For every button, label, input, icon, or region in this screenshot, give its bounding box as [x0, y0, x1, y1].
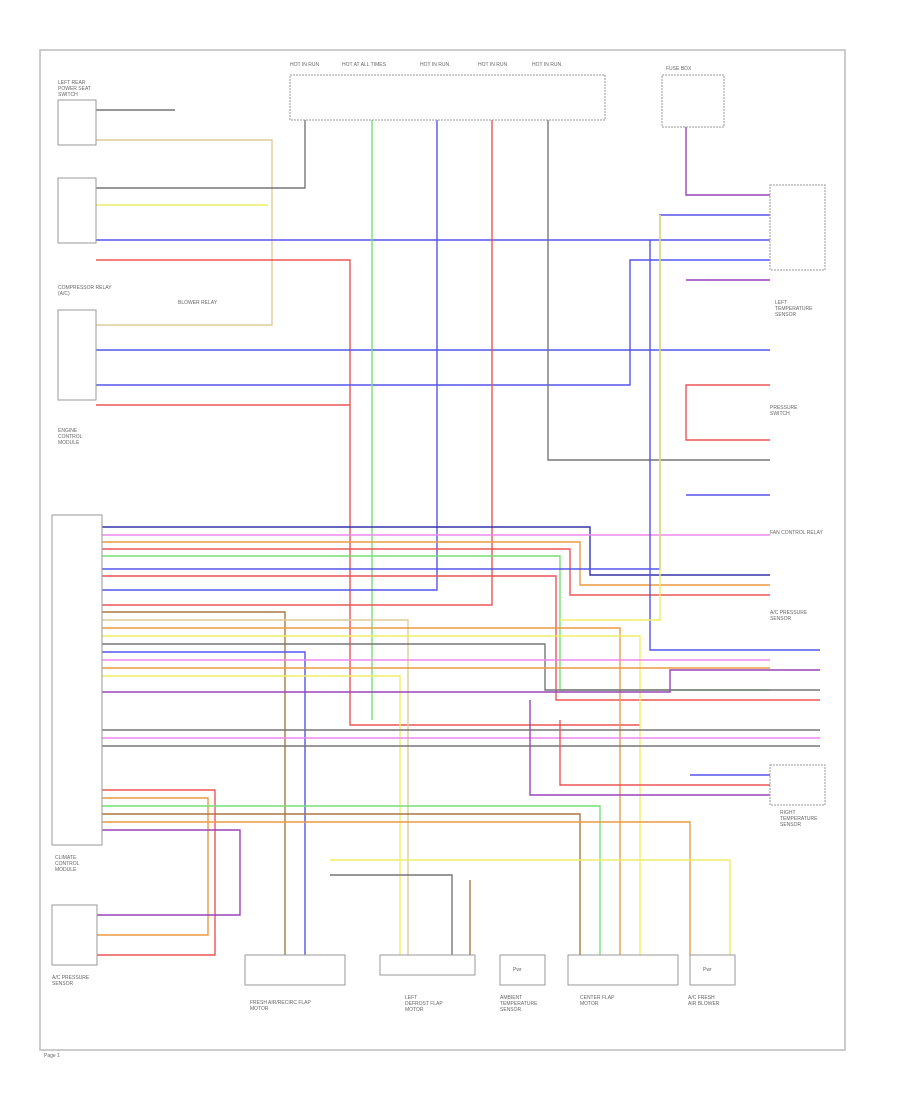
- fuse-box-label: FUSE BOX: [666, 66, 692, 72]
- wire-orange-43: [102, 821, 691, 955]
- relay1-label: COMPRESSOR RELAY (A/C): [58, 285, 112, 297]
- control-module-label: CLIMATE CONTROL MODULE: [55, 855, 80, 873]
- wire-orange-26: [102, 627, 621, 955]
- wire-purple-13: [685, 127, 770, 196]
- bottom-label-1: FRESH AIR/RECIRC FLAP MOTOR: [250, 1000, 311, 1012]
- page-footer: Page 1: [44, 1053, 60, 1059]
- pwr-label-2: Pwr: [703, 967, 712, 973]
- wire-orange-19: [102, 541, 770, 586]
- relay2-label: BLOWER RELAY: [178, 300, 218, 306]
- wire-orange-40: [97, 797, 209, 936]
- fuse-label-4: HOT IN RUN: [478, 62, 508, 68]
- wire-red-5: [96, 259, 640, 726]
- bottom-blower-5: [689, 954, 736, 986]
- wire-brown-24: [102, 611, 286, 955]
- wire-brown-42: [102, 813, 581, 955]
- bottom-label-2: LEFT DEFROST FLAP MOTOR: [405, 995, 443, 1013]
- wire-purple-44: [97, 829, 241, 916]
- wire-purple-45: [529, 700, 770, 796]
- wire-gray-28: [102, 643, 820, 691]
- pwr-label-1: Pwr: [513, 967, 522, 973]
- wire-yellow-48: [330, 859, 731, 955]
- wire-gray-12: [547, 120, 770, 461]
- wire-red-23: [102, 575, 820, 701]
- wire-tan-0: [96, 139, 273, 326]
- bottom-label-4: CENTER FLAP MOTOR: [580, 995, 615, 1007]
- relay-1: [57, 177, 97, 244]
- climate-control-module: [51, 514, 103, 846]
- bottom-label-5: A/C FRESH AIR BLOWER: [688, 995, 720, 1007]
- bottom-label-3: AMBIENT TEMPERATURE SENSOR: [500, 995, 538, 1013]
- wire-green-41: [102, 805, 601, 955]
- fuse-label-2: HOT AT ALL TIMES: [342, 62, 386, 68]
- relay-2: [57, 309, 97, 401]
- wire-gray-2: [96, 120, 306, 189]
- fuse-label-3: HOT IN RUN: [420, 62, 450, 68]
- right3-label: FAN CONTROL RELAY: [770, 530, 823, 536]
- bottom-motor-4: [567, 954, 679, 986]
- wire-gray-49: [330, 874, 453, 955]
- wire-navy-17: [102, 526, 770, 576]
- fuse-box: [289, 74, 606, 121]
- left-top-switch: [57, 99, 97, 146]
- right2-label: PRESSURE SWITCH: [770, 405, 798, 417]
- wire-blue-10: [102, 120, 438, 591]
- right5-label: RIGHT TEMPERATURE SENSOR: [780, 810, 818, 828]
- wire-tan-25: [102, 619, 409, 955]
- bottom-sensor-3: [499, 954, 546, 986]
- wire-purple-33: [102, 669, 820, 693]
- wire-yellow-38: [560, 215, 661, 621]
- right-connector-5: [769, 764, 826, 806]
- wire-yellow-32: [102, 675, 401, 955]
- wire-blue-7: [96, 259, 770, 386]
- fuse-label-5: HOT IN RUN: [532, 62, 562, 68]
- wire-red-15: [685, 384, 770, 441]
- wire-yellow-27: [102, 635, 641, 955]
- wire-red-11: [102, 120, 493, 606]
- wire-blue-29: [102, 651, 306, 955]
- wire-blue-22: [102, 214, 770, 570]
- bottom-motor-2: [379, 954, 476, 976]
- diagram-frame: [39, 49, 846, 1051]
- wire-red-39: [97, 789, 216, 956]
- right1-label: LEFT TEMPERATURE SENSOR: [775, 300, 813, 318]
- bottom-motor-1: [244, 954, 346, 986]
- sensor-bottom-left: [51, 904, 98, 966]
- left-top-label: LEFT REAR POWER SEAT SWITCH: [58, 80, 91, 98]
- wire-red-46: [559, 720, 770, 786]
- engine-label: ENGINE CONTROL MODULE: [58, 428, 83, 446]
- right4-label: A/C PRESSURE SENSOR: [770, 610, 808, 622]
- wire-blue-37: [649, 240, 820, 651]
- right-connector-1: [769, 184, 826, 271]
- fuse-box-right: [661, 74, 725, 128]
- fuse-label-1: HOT IN RUN: [290, 62, 320, 68]
- wire-red-20: [102, 548, 770, 596]
- sensor-bottom-label: A/C PRESSURE SENSOR: [52, 975, 90, 987]
